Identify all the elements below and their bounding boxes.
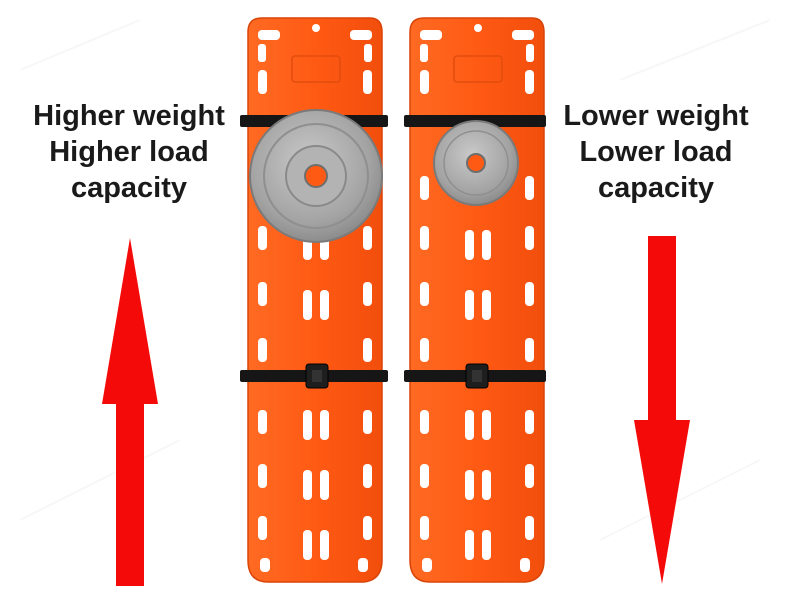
- weight-plate-large: [249, 109, 383, 243]
- spine-board-right: [404, 17, 546, 583]
- caption-lower-capacity: Lower weight Lower load capacity: [548, 98, 764, 206]
- caption-right-line1: Lower weight: [563, 100, 749, 132]
- spine-board-left: [240, 17, 388, 583]
- weight-plate-small: [433, 120, 519, 206]
- caption-right-line3: capacity: [597, 172, 715, 204]
- watermark: [19, 19, 771, 541]
- caption-left-line2: Higher load: [49, 136, 209, 168]
- caption-right-line2: Lower load: [579, 136, 733, 168]
- arrow-down-icon: [634, 236, 690, 584]
- caption-left-line3: capacity: [70, 172, 188, 204]
- caption-left-line1: Higher weight: [33, 100, 225, 132]
- arrow-up-icon: [102, 238, 158, 586]
- caption-higher-capacity: Higher weight Higher load capacity: [20, 98, 238, 206]
